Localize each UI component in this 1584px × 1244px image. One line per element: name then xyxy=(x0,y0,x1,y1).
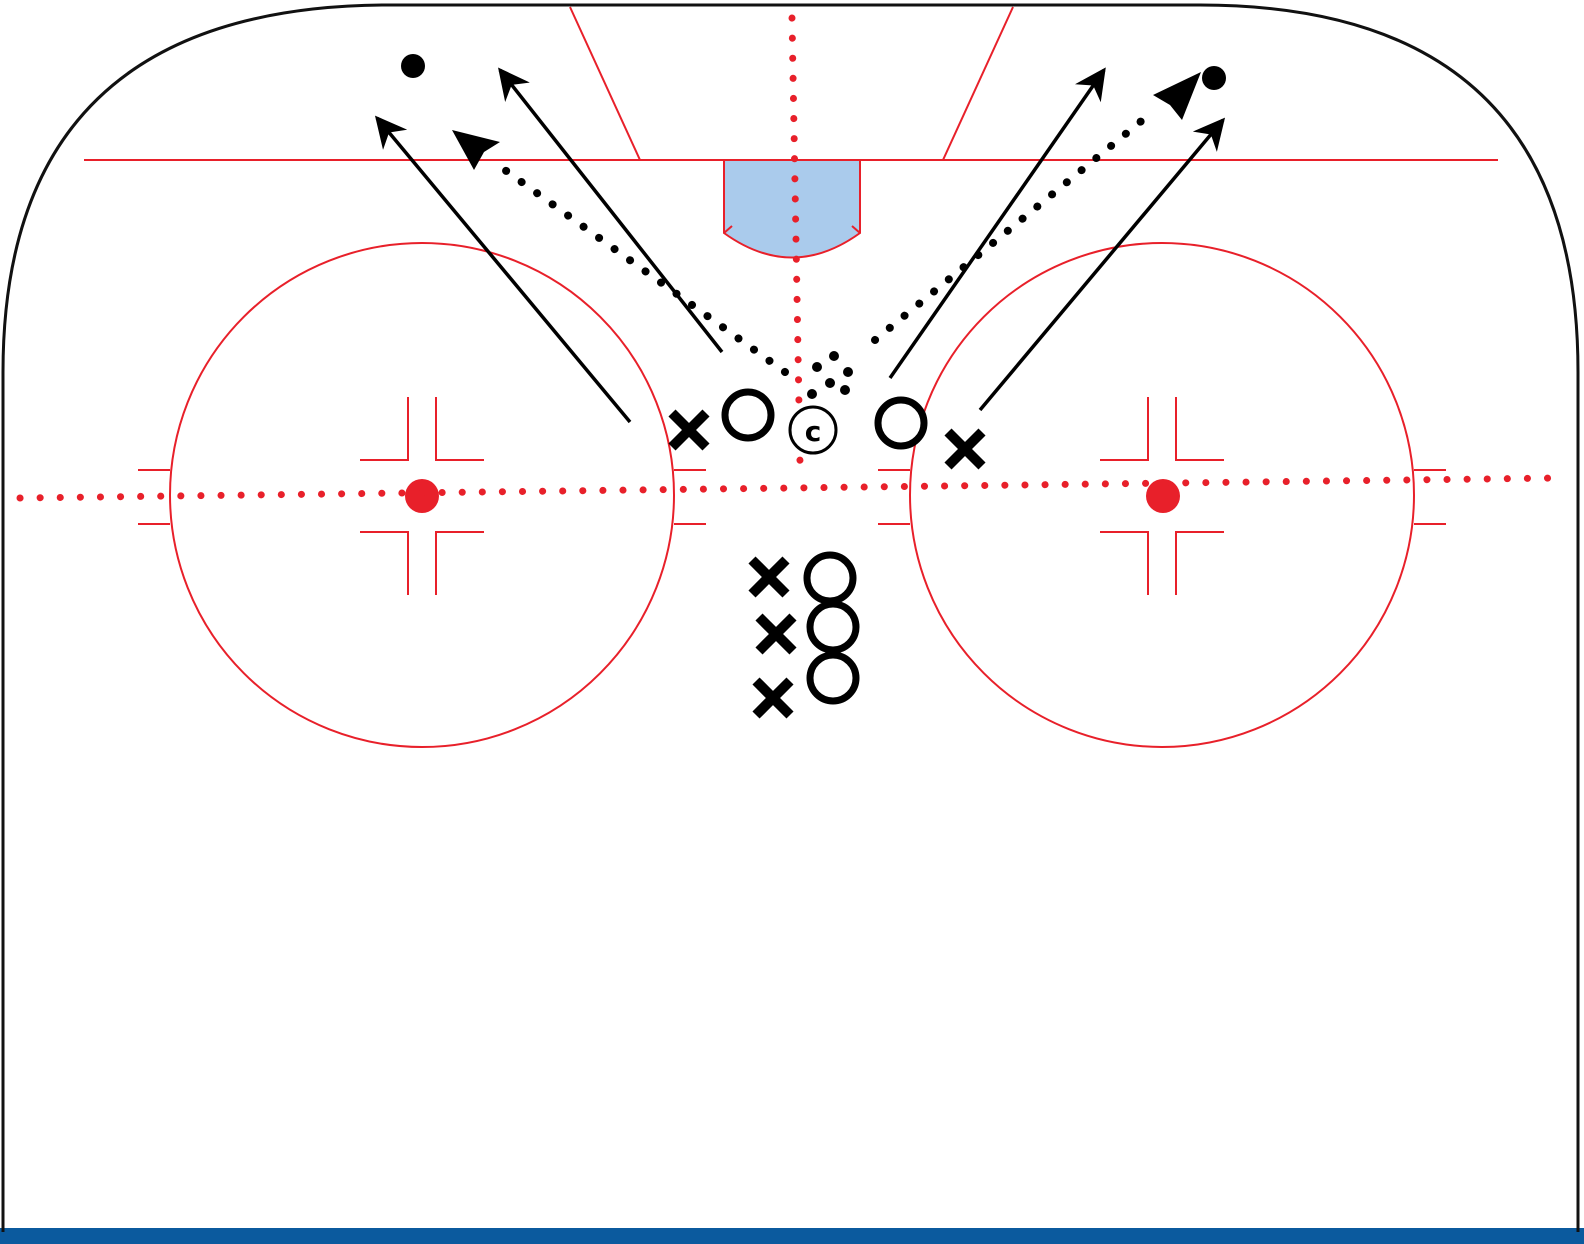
left-hash-marks xyxy=(138,397,706,595)
puck-target-left xyxy=(401,54,425,78)
skating-paths xyxy=(374,67,1226,424)
defense-players xyxy=(668,409,986,719)
trapezoid-left-line xyxy=(569,6,641,161)
defense-player xyxy=(748,556,790,598)
pass-line-left xyxy=(494,161,789,376)
skate-arrow-4 xyxy=(978,117,1226,412)
right-hash-marks xyxy=(878,397,1446,595)
offense-player xyxy=(806,600,860,654)
offense-players xyxy=(721,388,928,705)
right-faceoff-ring xyxy=(909,242,1415,748)
defense-player xyxy=(752,677,794,719)
right-faceoff-circle xyxy=(878,242,1446,748)
skate-arrow-3 xyxy=(888,67,1106,379)
coach-label: c xyxy=(805,415,822,448)
pass-arrowhead-left xyxy=(452,130,500,170)
right-faceoff-dot xyxy=(1146,479,1180,513)
defense-player xyxy=(668,409,710,451)
crease-tick-right xyxy=(851,225,861,234)
pass-line-right xyxy=(871,114,1149,344)
defense-player xyxy=(944,428,986,470)
rink-boards xyxy=(1,3,1580,1232)
pass-paths xyxy=(452,72,1201,376)
defense-player xyxy=(755,613,797,655)
pass-arrowhead-right xyxy=(1153,72,1201,120)
left-faceoff-ring xyxy=(169,242,675,748)
offense-player xyxy=(803,551,857,605)
goal-crease xyxy=(723,159,861,259)
offense-player xyxy=(806,651,860,705)
center-dotted-line xyxy=(788,14,804,466)
horizontal-dotted-line xyxy=(16,474,1564,502)
trapezoid-right-line xyxy=(942,6,1014,161)
offense-player xyxy=(874,396,928,450)
coach-marker: c xyxy=(788,405,838,455)
blue-line xyxy=(0,1228,1584,1244)
skate-arrow-2 xyxy=(498,67,724,354)
offense-player xyxy=(721,388,775,442)
coach-ring xyxy=(788,405,838,455)
crease-tick-left xyxy=(723,225,733,234)
skate-arrow-1 xyxy=(374,115,632,424)
puck-target-right xyxy=(1202,66,1226,90)
puck-pile xyxy=(807,351,853,399)
